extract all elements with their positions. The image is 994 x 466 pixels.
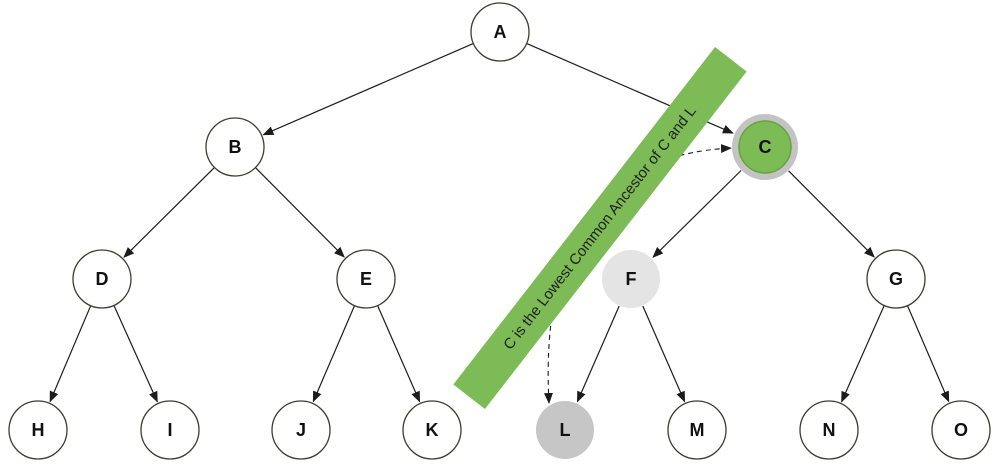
node-circle — [336, 249, 396, 309]
edge-F-L — [576, 305, 620, 403]
node-label: K — [426, 420, 439, 440]
tree-node-E: E — [336, 249, 396, 309]
edge-C-F — [652, 170, 742, 258]
tree-node-F: F — [602, 250, 660, 308]
tree-node-G: G — [866, 249, 926, 309]
edge-B-E — [255, 167, 345, 258]
tree-node-I: I — [140, 400, 200, 460]
node-circle — [205, 117, 265, 177]
node-label: H — [32, 420, 45, 440]
node-circle — [536, 401, 594, 459]
node-label: N — [823, 420, 836, 440]
lca-banner-text: C is the Lowest Common Ancestor of C and… — [500, 103, 699, 353]
edge-F-M — [642, 305, 686, 403]
edge-G-O — [907, 305, 950, 403]
node-circle — [866, 249, 926, 309]
node-label: B — [229, 137, 242, 157]
lca-banner: C is the Lowest Common Ancestor of C and… — [453, 47, 747, 409]
node-circle — [799, 400, 859, 460]
node-label: I — [167, 420, 172, 440]
edge-B-D — [123, 167, 215, 258]
tree-node-N: N — [799, 400, 859, 460]
node-label: O — [954, 420, 968, 440]
node-label: E — [360, 269, 372, 289]
edge-D-H — [49, 305, 92, 403]
edge-C-G — [788, 170, 875, 258]
tree-node-O: O — [931, 400, 991, 460]
node-label: L — [560, 420, 571, 440]
node-circle — [602, 250, 660, 308]
tree-node-D: D — [72, 249, 132, 309]
tree-node-A: A — [470, 2, 530, 62]
node-circle — [667, 400, 727, 460]
node-circle — [271, 400, 331, 460]
node-circle — [140, 400, 200, 460]
tree-node-L: L — [536, 401, 594, 459]
tree-node-J: J — [271, 400, 331, 460]
node-circle — [72, 249, 132, 309]
node-label: F — [626, 269, 637, 289]
edge-E-K — [377, 305, 421, 403]
node-circle — [470, 2, 530, 62]
node-circle — [931, 400, 991, 460]
tree-node-H: H — [8, 400, 68, 460]
lca-banner-ribbon — [453, 47, 747, 409]
node-label: M — [690, 420, 705, 440]
tree-node-C: C — [732, 114, 798, 180]
node-label: J — [296, 420, 306, 440]
node-label: C — [759, 137, 772, 157]
edge-A-B — [262, 43, 474, 136]
node-label: G — [889, 269, 903, 289]
edge-G-N — [841, 305, 885, 403]
node-label: A — [494, 22, 507, 42]
tree-node-B: B — [205, 117, 265, 177]
tree-node-K: K — [402, 400, 462, 460]
tree-node-M: M — [667, 400, 727, 460]
node-circle — [738, 120, 792, 174]
edge-E-J — [312, 305, 355, 403]
node-circle — [402, 400, 462, 460]
edge-D-I — [113, 305, 158, 403]
node-circle — [8, 400, 68, 460]
node-label: D — [96, 269, 109, 289]
